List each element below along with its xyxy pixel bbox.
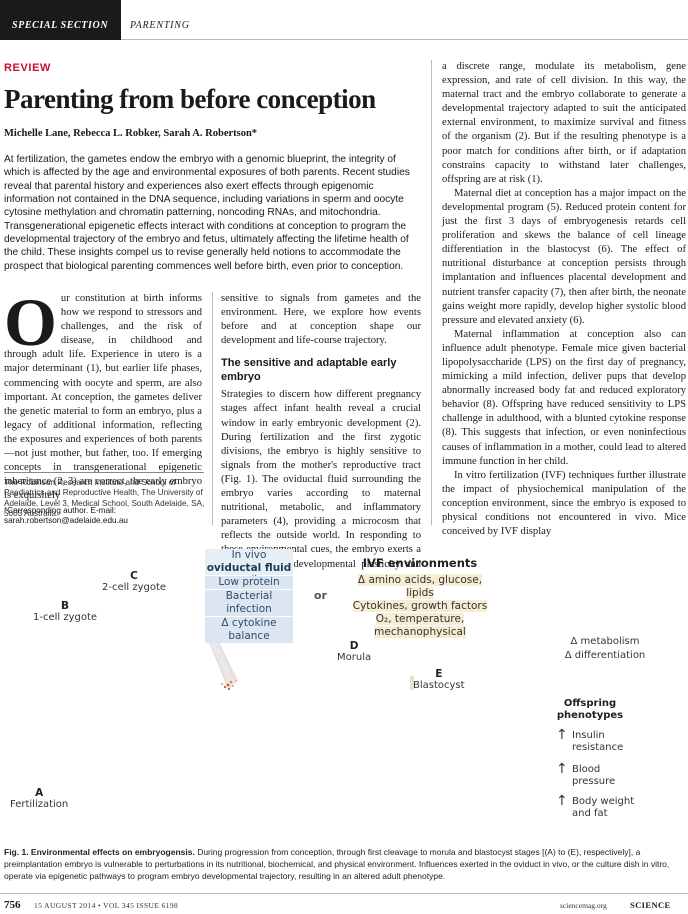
caption-text: During progression from conception, thro… [4, 847, 670, 881]
article-authors: Michelle Lane, Rebecca L. Robker, Sarah … [4, 128, 258, 139]
figure-1: A Fertilization B 1-cell zygote C 2-cell… [0, 540, 688, 835]
stage-e-letter: E [435, 668, 443, 680]
in-vivo-box: In vivo oviductal fluid Low protein Bact… [205, 549, 293, 643]
stage-d-label: D Morula [337, 640, 371, 663]
affiliation-divider [4, 472, 204, 473]
stage-a-letter: A [35, 787, 44, 799]
effect-metabolism: Δ metabolism [570, 636, 640, 647]
stage-a-label: A Fertilization [10, 787, 68, 810]
stage-c-name: 2-cell zygote [102, 582, 167, 593]
ivf-factor: O₂, temperature, [375, 613, 465, 625]
effect-differentiation: Δ differentiation [564, 650, 646, 661]
section-tab: SPECIAL SECTION [0, 0, 121, 40]
stage-c-label: C 2-cell zygote [102, 570, 166, 593]
issue-info: 15 AUGUST 2014 • VOL 345 ISSUE 6198 [34, 901, 179, 910]
body-column-right: a discrete range, modulate its metabolis… [442, 60, 686, 539]
figure-illustration [204, 629, 414, 691]
or-connector: or [314, 589, 327, 602]
column-divider [431, 60, 432, 525]
up-arrow-icon: ↑ [556, 727, 568, 743]
stage-e-label: E Blastocyst [413, 668, 465, 691]
embryo-particles [221, 680, 237, 690]
author-affiliation: The Robinson Research Institute and Scho… [4, 478, 205, 519]
article-title: Parenting from before conception [4, 84, 376, 114]
footer-divider [0, 893, 688, 894]
ivf-factor: Δ amino acids, glucose, lipids [357, 574, 483, 599]
body-paragraph: Maternal diet at conception has a major … [442, 187, 686, 326]
figure-caption: Fig. 1. Environmental effects on embryog… [4, 846, 686, 882]
section-tab-label: SPECIAL SECTION [12, 20, 109, 31]
stage-c-letter: C [130, 570, 138, 582]
stage-b-letter: B [61, 600, 70, 612]
stage-a-name: Fertilization [10, 799, 69, 810]
section-heading: The sensitive and adaptable early embryo [221, 357, 397, 384]
in-vivo-factor: Low protein [205, 576, 293, 589]
stage-e-name: Blastocyst [413, 680, 465, 691]
in-vivo-factor: Δ cytokine balance [205, 617, 293, 643]
body-text-left: ur constitution at birth informs how we … [4, 293, 202, 502]
developmental-effects: Δ metabolism Δ differentiation [545, 635, 665, 663]
article-abstract: At fertilization, the gametes endow the … [4, 154, 410, 272]
up-arrow-icon: ↑ [556, 761, 568, 777]
corresponding-author: *Corresponding author. E-mail: sarah.rob… [4, 506, 128, 526]
article-type-label: REVIEW [4, 62, 51, 74]
page-number: 756 [4, 899, 21, 911]
in-vivo-factor: Bacterial infection [205, 590, 293, 616]
up-arrow-icon: ↑ [556, 793, 568, 809]
ivf-factor: Cytokines, growth factors [352, 600, 488, 612]
stage-d-letter: D [349, 640, 359, 652]
body-column-middle: sensitive to signals from gametes and th… [221, 292, 421, 586]
section-name: PARENTING [130, 20, 190, 31]
drop-cap: O [4, 284, 57, 360]
journal-website: sciencemag.org [560, 901, 607, 910]
stage-d-name: Morula [337, 652, 372, 663]
oviduct-fluid-stream [205, 630, 238, 690]
ivf-factor: mechanophysical [374, 626, 466, 638]
in-vivo-title: In vivo [205, 549, 293, 562]
body-paragraph: a discrete range, modulate its metabolis… [442, 61, 686, 185]
journal-name: SCIENCE [630, 900, 671, 910]
ivf-box: IVF environments Δ amino acids, glucose,… [350, 556, 490, 639]
body-text-middle: Strategies to discern how different preg… [221, 389, 421, 583]
blastocyst-marker [410, 676, 414, 690]
ivf-title: IVF environments [362, 556, 478, 570]
body-paragraph: Maternal inflammation at conception also… [442, 328, 686, 467]
stage-b-label: B 1-cell zygote [33, 600, 97, 623]
phenotypes-title: Offspring phenotypes [556, 698, 624, 721]
column-divider [212, 292, 213, 525]
body-text-intro: sensitive to signals from gametes and th… [221, 293, 421, 347]
caption-label: Fig. 1. Environmental effects on embryog… [4, 847, 195, 857]
body-paragraph: In vitro fertilization (IVF) techniques … [442, 469, 686, 538]
in-vivo-subtitle: oviductal fluid [205, 562, 293, 575]
stage-b-name: 1-cell zygote [33, 612, 98, 623]
header-divider [121, 39, 688, 40]
